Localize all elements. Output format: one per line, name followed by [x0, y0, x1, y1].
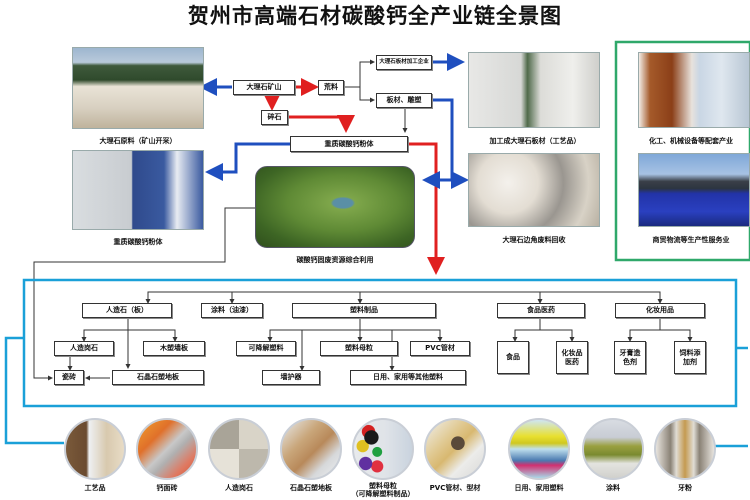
- tile-product-icon: [136, 418, 198, 480]
- cyan-frame: [4, 278, 748, 448]
- box-stone-plastic-floor: 石晶石塑地板: [112, 370, 204, 385]
- red-flow-arrows: [263, 78, 445, 275]
- arrow-powder-to-downstream: [408, 142, 445, 275]
- arrow-craft-to-park: [422, 98, 454, 189]
- powder-caption: 重质碳酸钙粉体: [113, 238, 163, 246]
- household-plastic-product-icon: [508, 418, 570, 480]
- box-marble-mine: 大理石矿山: [233, 80, 295, 95]
- artificial-stone-product-icon: [208, 418, 270, 480]
- industrial-park-photo: [255, 166, 415, 248]
- logistics-photo: [638, 153, 750, 227]
- box-waste: 荒料: [318, 80, 344, 95]
- product-label: 涂料: [606, 484, 620, 492]
- pvc-product-icon: [424, 418, 486, 480]
- box-slab-factory: 大理石板材加工企业: [376, 55, 432, 70]
- box-paint: 涂料（油漆）: [201, 303, 263, 318]
- box-cosmetics: 化妆用品: [615, 303, 705, 318]
- scrap-caption: 大理石边角废料回收: [502, 236, 566, 244]
- masterbatch-product-icon: [352, 418, 414, 480]
- slab-caption: 加工成大理石板材（工艺品）: [489, 137, 581, 145]
- box-pvc: PVC管材: [410, 341, 470, 356]
- product-sublabel: （可降解塑料制品）: [351, 490, 415, 498]
- box-wood-plastic: 木塑墙板: [143, 341, 205, 356]
- paint-product-icon: [582, 418, 644, 480]
- green-frame: [614, 40, 750, 262]
- upper-thin-lines: [33, 59, 408, 381]
- chemical-caption: 化工、机械设备等配套产业: [649, 137, 733, 145]
- product-label: 钙面砖: [156, 484, 178, 492]
- toothpaste-product-icon: [654, 418, 716, 480]
- box-cosmetic-medicine: 化妆品医药: [556, 341, 588, 374]
- box-other-plastics: 日用、家用等其他塑料: [350, 370, 466, 385]
- slab-sculpture-photo: [468, 52, 600, 128]
- box-degradable-plastic: 可降解塑料: [236, 341, 296, 356]
- quarry-photo: [72, 47, 204, 129]
- craft-product-icon: [64, 418, 126, 480]
- box-artificial-granite: 人造岗石: [54, 341, 114, 356]
- product-label: 牙粉: [678, 484, 692, 492]
- box-powder: 重质碳酸钙粉体: [290, 136, 408, 152]
- box-artificial-stone: 人造石（板）: [82, 303, 172, 318]
- arrow-powder-to-photo: [205, 142, 290, 181]
- product-label-main: 塑料母粒: [369, 482, 397, 490]
- box-food-medicine: 食品医药: [497, 303, 585, 318]
- box-feed-additive: 饲料添加剂: [674, 341, 706, 374]
- park-caption: 碳酸钙固废资源综合利用: [296, 256, 374, 264]
- box-plastics: 塑料制品: [292, 303, 436, 318]
- box-toothpaste-color: 牙膏造色剂: [614, 341, 646, 374]
- box-gravel: 碎石: [261, 110, 288, 125]
- product-label: 工艺品: [84, 484, 106, 492]
- lower-hierarchy-lines: [67, 291, 693, 381]
- product-label: 人造岗石: [225, 484, 253, 492]
- floor-product-icon: [280, 418, 342, 480]
- quarry-caption: 大理石原料（矿山开采）: [99, 137, 177, 145]
- product-label: 塑料母粒（可降解塑料制品）: [336, 482, 430, 498]
- box-masterbatch: 塑料母粒: [320, 341, 398, 356]
- blue-flow-arrows: [199, 53, 469, 189]
- chemical-equipment-photo: [638, 52, 750, 128]
- product-label: 石晶石塑地板: [290, 484, 332, 492]
- box-tile: 瓷砖: [54, 370, 84, 385]
- diagram-title: 贺州市高端石材碳酸钙全产业链全景图: [188, 3, 562, 28]
- product-label: 日用、家用塑料: [514, 484, 564, 492]
- box-food: 食品: [497, 341, 529, 374]
- box-wall-guard: 墙护器: [262, 370, 320, 385]
- arrow-gravel-to-powder: [288, 115, 355, 133]
- powder-photo: [72, 150, 204, 230]
- box-craft: 板材、雕塑: [376, 93, 432, 108]
- logistics-caption: 商贸物流等生产性服务业: [652, 236, 730, 244]
- product-label: PVC管材、型材: [429, 484, 481, 492]
- scrap-photo: [468, 153, 600, 227]
